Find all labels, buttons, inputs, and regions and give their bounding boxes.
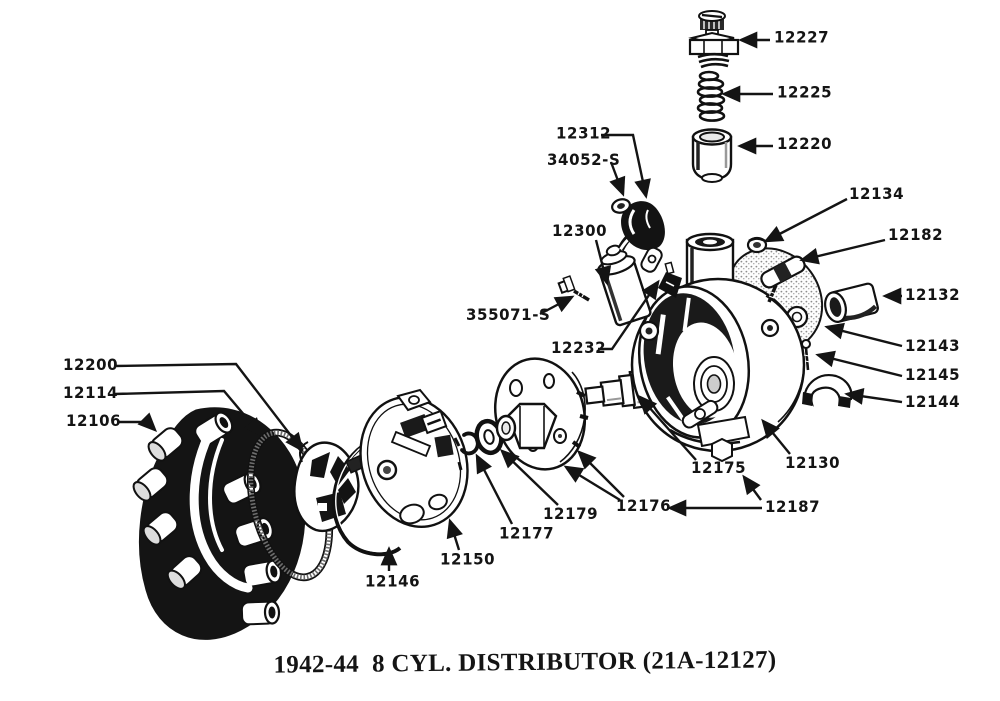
leader-12144: [844, 387, 903, 405]
part-label-12177: 12177: [499, 523, 555, 543]
part-label-355071s: 355071-S: [466, 305, 551, 325]
leader-12143: [824, 322, 903, 348]
part-label-12312: 12312: [556, 123, 612, 143]
part-label-12176: 12176: [616, 496, 672, 516]
part-label-12220: 12220: [777, 134, 833, 154]
leader-12114: [113, 389, 263, 438]
leader-lines: [113, 31, 903, 571]
leader-12145: [815, 350, 903, 378]
leader-12300: [594, 239, 612, 286]
leader-12177: [475, 453, 514, 525]
part-label-12182: 12182: [888, 225, 944, 245]
part-12130-housing: [630, 232, 824, 463]
part-12200-rotor: [293, 441, 360, 533]
part-label-12130: 12130: [785, 453, 841, 473]
leader-355071s: [539, 295, 575, 316]
part-12134-washer: [746, 236, 768, 254]
leader-12179: [499, 449, 559, 506]
part-label-12145: 12145: [905, 365, 961, 385]
part-label-12175: 12175: [691, 458, 747, 478]
part-34052s-washer: [611, 198, 631, 214]
leader-12232: [598, 279, 660, 351]
part-label-12225: 12225: [777, 82, 833, 102]
leader-12176-a: [576, 449, 625, 498]
part-label-12132: 12132: [905, 285, 961, 305]
part-label-12146: 12146: [365, 571, 421, 591]
part-label-34052s: 34052-S: [547, 150, 621, 170]
leader-12200: [113, 362, 304, 453]
part-label-12179: 12179: [543, 504, 599, 524]
part-label-12200: 12200: [63, 355, 119, 375]
part-12150-breaker-plate: [359, 388, 469, 528]
part-label-12300: 12300: [552, 221, 608, 241]
leader-12130: [761, 418, 791, 455]
part-12144-clamp: [802, 374, 853, 408]
leader-12187-to-12175: [742, 474, 762, 501]
part-label-12114: 12114: [63, 383, 119, 403]
part-12106-distributor-cap: [132, 407, 306, 640]
part-label-12143: 12143: [905, 336, 961, 356]
part-12312-rotor-arm: [621, 201, 665, 273]
part-355071s-screw: [557, 275, 590, 302]
leader-12182: [799, 238, 886, 265]
leader-12176-b: [563, 465, 621, 502]
leader-12134: [763, 197, 848, 243]
part-12145-screw: [801, 339, 811, 371]
part-label-12150: 12150: [440, 549, 496, 569]
leader-12175: [638, 394, 697, 461]
part-label-12106: 12106: [66, 411, 122, 431]
leader-12150: [446, 518, 463, 551]
part-label-12134: 12134: [849, 184, 905, 204]
part-12220-oiler-cup: [691, 128, 733, 183]
part-12176-flange-plate: [493, 357, 589, 471]
part-label-12232: 12232: [551, 338, 607, 358]
part-12225-spring: [696, 70, 726, 122]
leader-12312: [601, 133, 651, 199]
diagram-caption: 1942-44 8 CYL. DISTRIBUTOR (21A-12127): [273, 646, 777, 679]
part-12227-oiler-cap: [688, 10, 740, 69]
part-12132-bushing: [824, 282, 879, 323]
leader-12106: [118, 412, 158, 433]
leader-34052s: [609, 161, 626, 197]
part-label-12144: 12144: [905, 392, 961, 412]
part-12182-clamp: [760, 255, 806, 303]
part-label-12227: 12227: [774, 27, 830, 47]
part-label-12187: 12187: [765, 497, 821, 517]
part-12232-terminal: [658, 261, 682, 298]
